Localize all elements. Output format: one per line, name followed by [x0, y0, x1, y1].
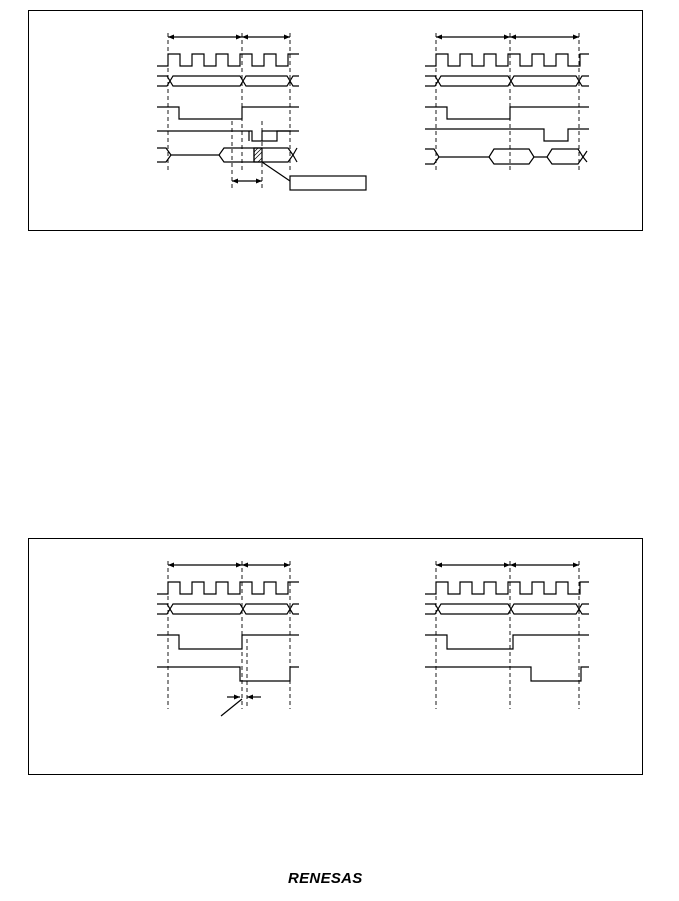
figure-frame-top	[28, 10, 643, 231]
logo-text: RENESAS	[288, 870, 363, 887]
clock-signal	[157, 53, 299, 67]
address-bus	[157, 603, 299, 615]
strobe-signal	[425, 634, 589, 650]
strobe-signal	[157, 634, 299, 650]
control-signal	[157, 666, 299, 682]
panel-top-left	[157, 33, 367, 191]
panel-bottom-right	[425, 561, 589, 709]
address-bus	[425, 603, 589, 615]
data-bus	[157, 147, 298, 163]
address-bus	[425, 75, 589, 87]
arrow-head	[242, 34, 248, 40]
control-signal-a	[157, 130, 299, 142]
arrow-head	[236, 34, 242, 40]
clock-signal	[425, 581, 589, 595]
control-signal	[425, 666, 589, 682]
callout-leader	[261, 161, 291, 182]
figure-frame-bottom	[28, 538, 643, 775]
address-bus	[157, 75, 299, 87]
panel-top-right	[425, 33, 589, 173]
strobe-signal	[425, 106, 589, 120]
control-signal	[425, 128, 589, 142]
timing-diagram-top	[157, 33, 589, 191]
arrow-head	[284, 34, 290, 40]
renesas-logo: RENESAS	[288, 870, 384, 888]
data-bus	[425, 148, 588, 165]
callout-box	[289, 175, 367, 191]
arrow-head	[168, 34, 174, 40]
clock-signal	[157, 581, 299, 595]
clock-signal	[425, 53, 589, 67]
panel-bottom-left	[157, 561, 299, 717]
control-signal-b	[262, 130, 291, 142]
strobe-signal	[157, 106, 299, 120]
timing-diagram-bottom	[157, 561, 589, 717]
callout-leader	[220, 698, 243, 717]
